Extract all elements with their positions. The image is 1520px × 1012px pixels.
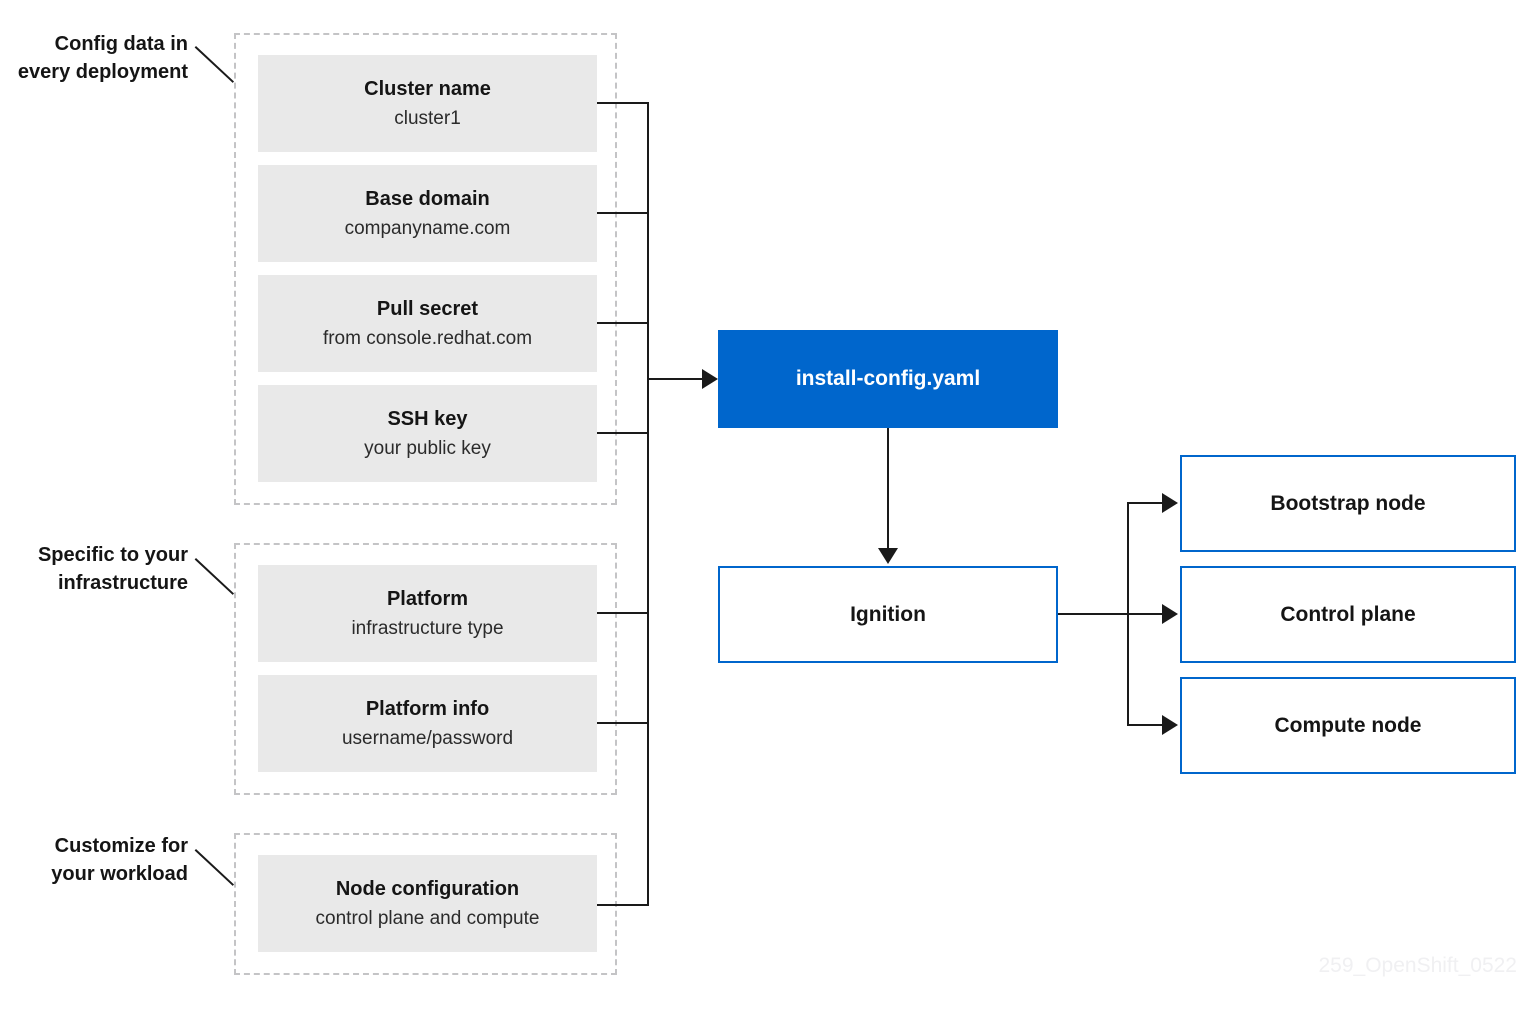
config-box-title: Pull secret (376, 297, 479, 320)
node-box-label: Control plane (1280, 602, 1416, 626)
watermark-text: 259_OpenShift_0522 (1318, 954, 1517, 977)
group-label-line: Config data in (54, 33, 188, 55)
config-box-title: SSH key (387, 407, 468, 430)
node-box-label: Compute node (1274, 713, 1422, 737)
arrowhead-right-icon (702, 369, 718, 389)
config-box-title: Platform info (365, 697, 490, 720)
group-label-infrastructure: Specific to your infrastructure (0, 541, 188, 597)
connector-line (1058, 613, 1164, 615)
config-box-subtitle: control plane and compute (315, 907, 540, 929)
config-box-subtitle: infrastructure type (351, 617, 504, 639)
ignition-label: Ignition (850, 602, 926, 626)
config-box-title: Base domain (365, 187, 490, 210)
connector-line (1127, 502, 1164, 504)
arrowhead-right-icon (1162, 715, 1178, 735)
group-label-line: Customize for (54, 835, 188, 857)
config-box-title: Platform (386, 587, 469, 610)
config-box-node-configuration: Node configuration control plane and com… (258, 855, 597, 952)
connector-line (597, 322, 648, 324)
connector-line (1127, 724, 1164, 726)
config-box-subtitle: from console.redhat.com (322, 327, 533, 349)
config-box-base-domain: Base domain companyname.com (258, 165, 597, 262)
config-box-platform: Platform infrastructure type (258, 565, 597, 662)
arrowhead-down-icon (878, 548, 898, 564)
label-pointer-line (194, 46, 235, 83)
config-box-subtitle: companyname.com (344, 217, 511, 239)
connector-line (597, 432, 648, 434)
config-box-ssh-key: SSH key your public key (258, 385, 597, 482)
config-box-title: Node configuration (335, 877, 520, 900)
label-pointer-line (194, 558, 235, 595)
group-label-line: Specific to your (37, 544, 188, 566)
group-label-line: your workload (51, 863, 188, 885)
group-infrastructure (234, 543, 617, 795)
branch-line (1127, 502, 1129, 726)
arrowhead-right-icon (1162, 493, 1178, 513)
connector-line (597, 904, 648, 906)
group-label-config-data: Config data in every deployment (0, 30, 188, 86)
install-config-yaml-box: install-config.yaml (718, 330, 1058, 428)
config-box-cluster-name: Cluster name cluster1 (258, 55, 597, 152)
node-box-compute: Compute node (1180, 677, 1516, 774)
connector-line (597, 102, 648, 104)
group-label-line: infrastructure (57, 572, 188, 594)
config-box-subtitle: cluster1 (394, 107, 461, 129)
arrowhead-right-icon (1162, 604, 1178, 624)
node-box-label: Bootstrap node (1270, 491, 1426, 515)
connector-line (597, 612, 648, 614)
connector-line (597, 722, 648, 724)
install-config-yaml-label: install-config.yaml (795, 367, 981, 390)
group-label-line: every deployment (17, 61, 188, 83)
ignition-box: Ignition (718, 566, 1058, 663)
config-box-pull-secret: Pull secret from console.redhat.com (258, 275, 597, 372)
trunk-line (647, 102, 649, 906)
group-config-data (234, 33, 617, 505)
connector-line (887, 428, 889, 550)
config-box-title: Cluster name (364, 77, 491, 100)
label-pointer-line (194, 849, 235, 886)
connector-line (597, 212, 648, 214)
node-box-control-plane: Control plane (1180, 566, 1516, 663)
config-box-platform-info: Platform info username/password (258, 675, 597, 772)
connector-line (647, 378, 704, 380)
config-box-subtitle: username/password (341, 727, 514, 749)
node-box-bootstrap: Bootstrap node (1180, 455, 1516, 552)
config-box-subtitle: your public key (364, 437, 491, 459)
group-label-workload: Customize for your workload (0, 832, 188, 888)
